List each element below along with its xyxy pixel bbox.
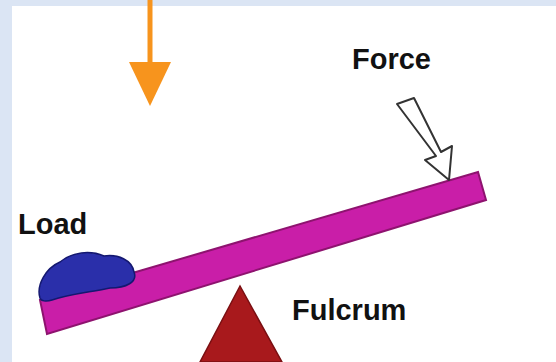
load-label: Load xyxy=(18,210,87,239)
force-arrow xyxy=(397,98,452,180)
load-blob xyxy=(39,253,135,301)
orange-arrow-shaft xyxy=(148,0,153,72)
lever-bar xyxy=(40,172,486,334)
force-label: Force xyxy=(352,45,431,74)
orange-arrow-head xyxy=(129,62,171,106)
fulcrum-label: Fulcrum xyxy=(292,296,406,325)
fulcrum-triangle xyxy=(200,286,282,362)
